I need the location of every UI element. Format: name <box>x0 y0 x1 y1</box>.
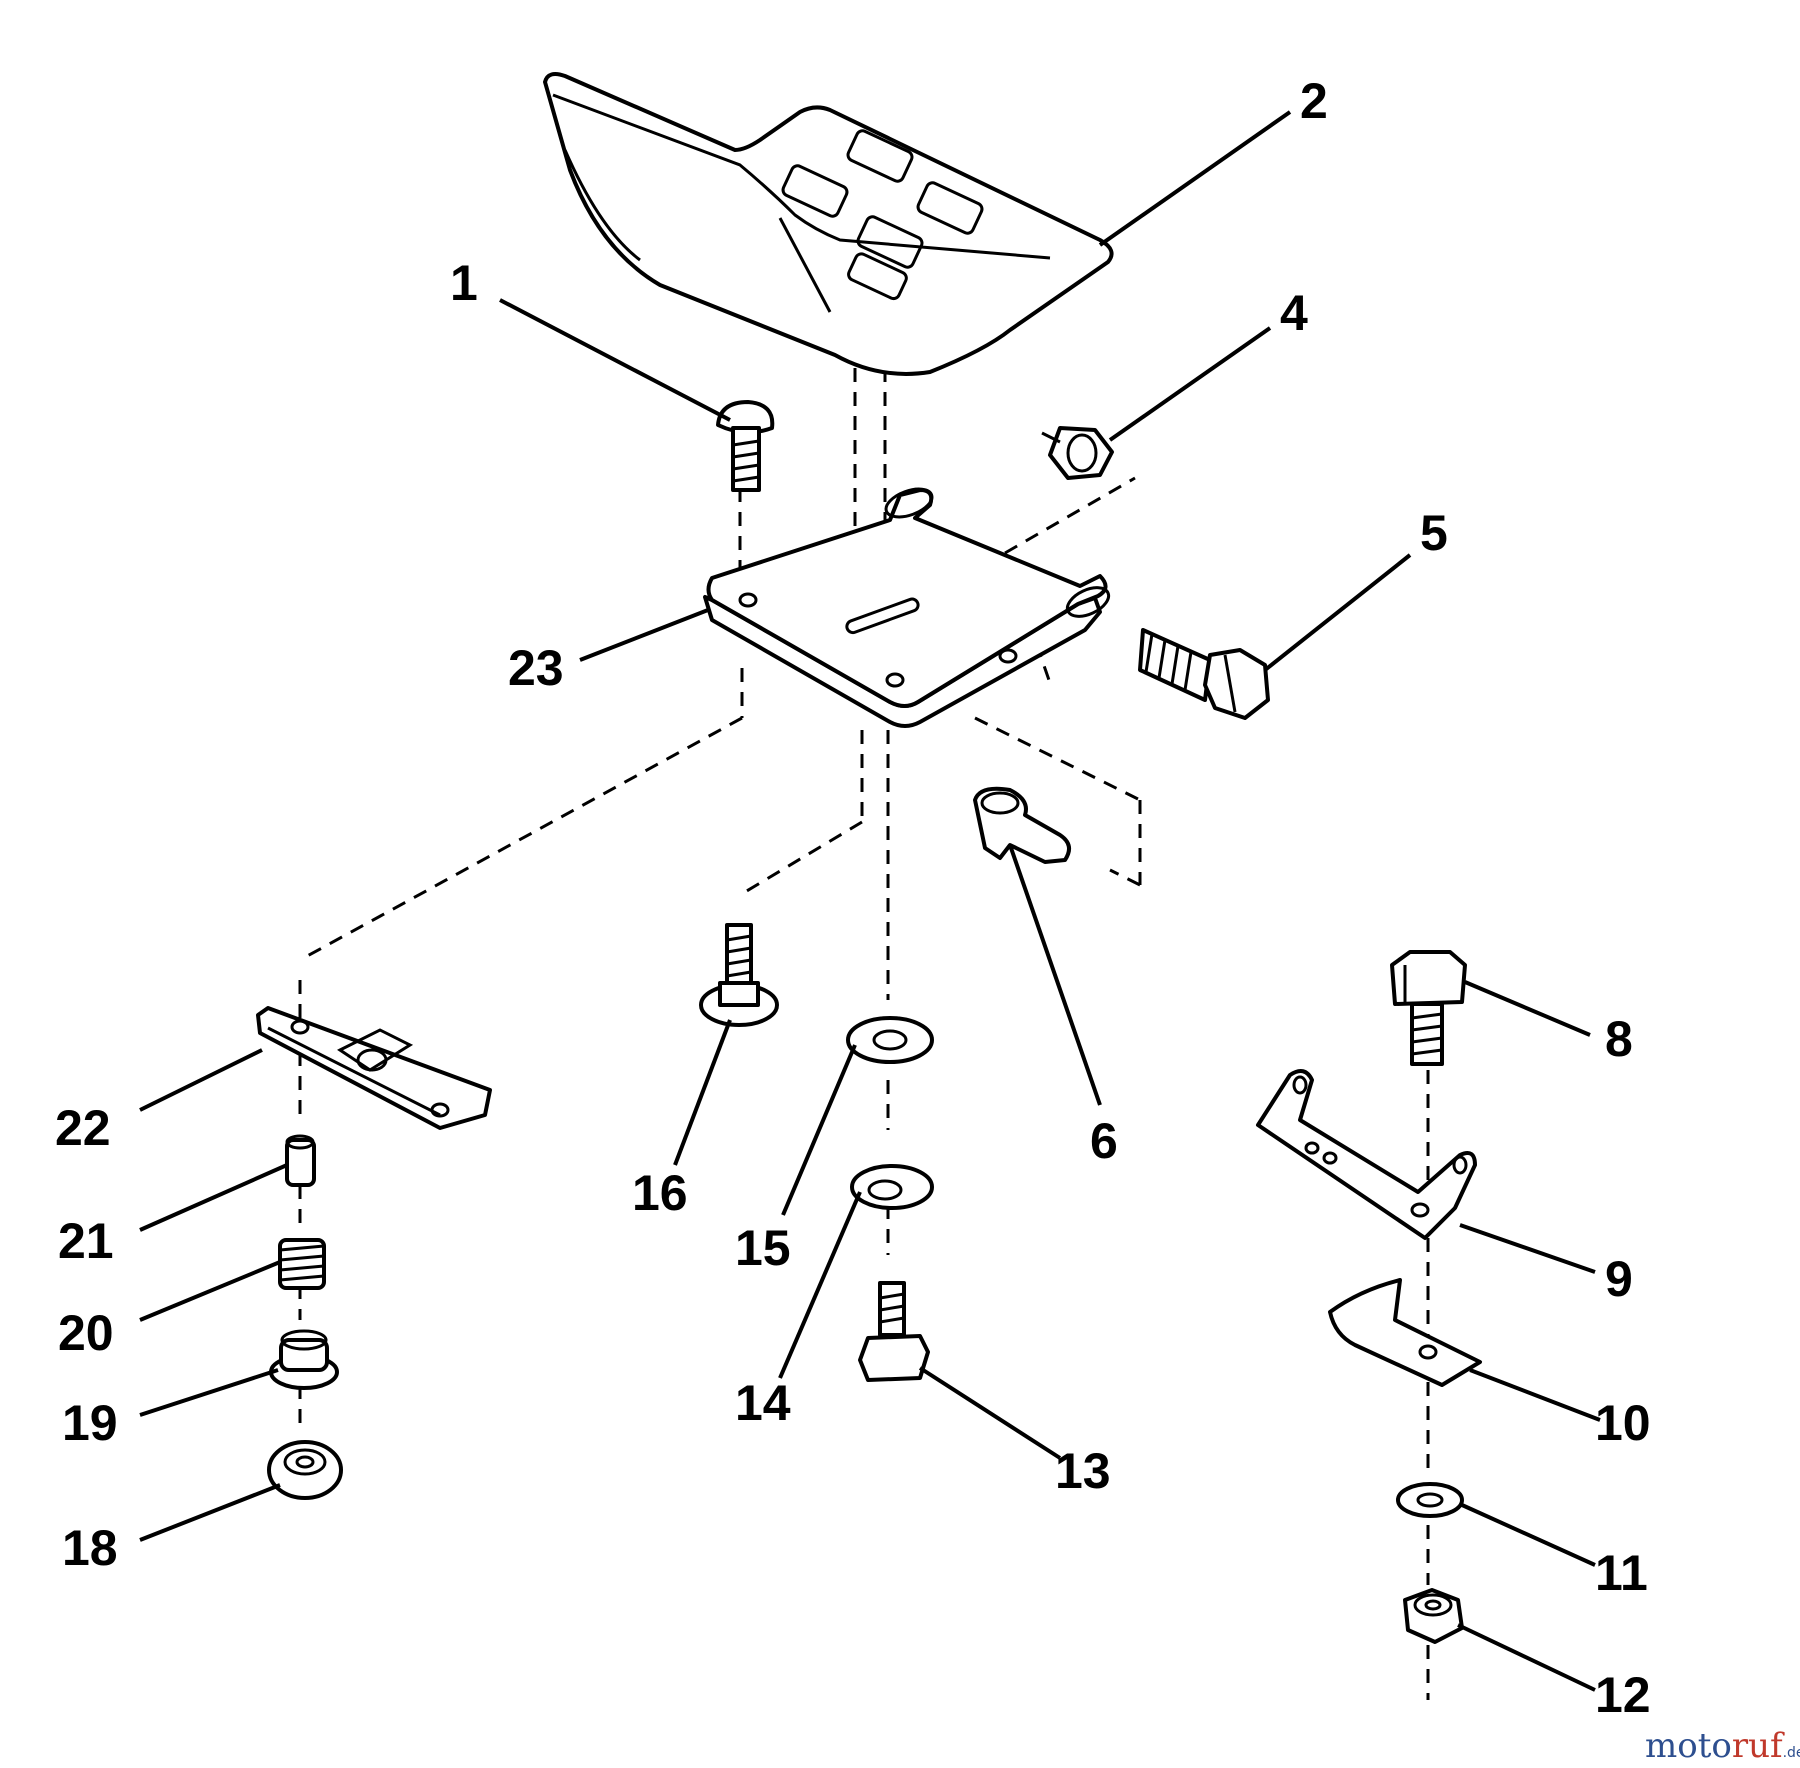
callout-13: 13 <box>1055 1443 1111 1499</box>
lock-nut <box>1403 1588 1464 1644</box>
callout-5: 5 <box>1420 505 1448 561</box>
washer-small <box>1396 1482 1464 1518</box>
callout-15: 15 <box>735 1220 791 1276</box>
callout-10: 10 <box>1595 1395 1651 1451</box>
hex-nut <box>1041 426 1114 480</box>
callout-9: 9 <box>1605 1251 1633 1307</box>
callout-23: 23 <box>508 640 564 696</box>
callout-8: 8 <box>1605 1011 1633 1067</box>
bushing <box>269 1329 339 1390</box>
svg-text:motoruf.de: motoruf.de <box>1645 1726 1800 1766</box>
callout-labels: 1 2 4 5 6 8 9 10 11 12 13 14 15 16 18 19… <box>55 73 1651 1723</box>
callout-4: 4 <box>1280 285 1308 341</box>
shoulder-bolt <box>699 923 779 1027</box>
callout-2: 2 <box>1300 73 1328 129</box>
flange-nut <box>267 1440 343 1500</box>
washer <box>850 1164 934 1210</box>
callout-22: 22 <box>55 1100 111 1156</box>
spring-plate <box>1328 1278 1482 1387</box>
hex-bolt <box>1138 628 1270 720</box>
watermark: motoruf.de <box>1645 1726 1800 1766</box>
callout-11: 11 <box>1595 1545 1648 1601</box>
seat-clip <box>973 786 1071 864</box>
callout-16: 16 <box>632 1165 688 1221</box>
bracket <box>1256 1069 1477 1240</box>
carriage-bolt <box>716 400 775 492</box>
seat <box>543 72 1114 376</box>
hex-bolt-small <box>858 1281 930 1382</box>
leader-lines <box>139 110 1601 1692</box>
callout-18: 18 <box>62 1520 118 1576</box>
seat-mounting-plate <box>703 487 1111 728</box>
pin <box>285 1134 316 1187</box>
callout-14: 14 <box>735 1375 791 1431</box>
slide-bracket <box>256 1006 492 1130</box>
watermark-suffix: .de <box>1783 1745 1800 1761</box>
watermark-part2: ruf <box>1732 1726 1785 1766</box>
callout-21: 21 <box>58 1213 114 1269</box>
callout-1: 1 <box>450 255 478 311</box>
spring <box>278 1238 326 1290</box>
watermark-part1: moto <box>1645 1726 1732 1766</box>
flat-washer-large <box>846 1016 934 1064</box>
callout-12: 12 <box>1595 1667 1651 1723</box>
callout-19: 19 <box>62 1395 118 1451</box>
callout-20: 20 <box>58 1305 114 1361</box>
callout-6: 6 <box>1090 1113 1118 1169</box>
hex-bolt-large <box>1390 950 1467 1066</box>
